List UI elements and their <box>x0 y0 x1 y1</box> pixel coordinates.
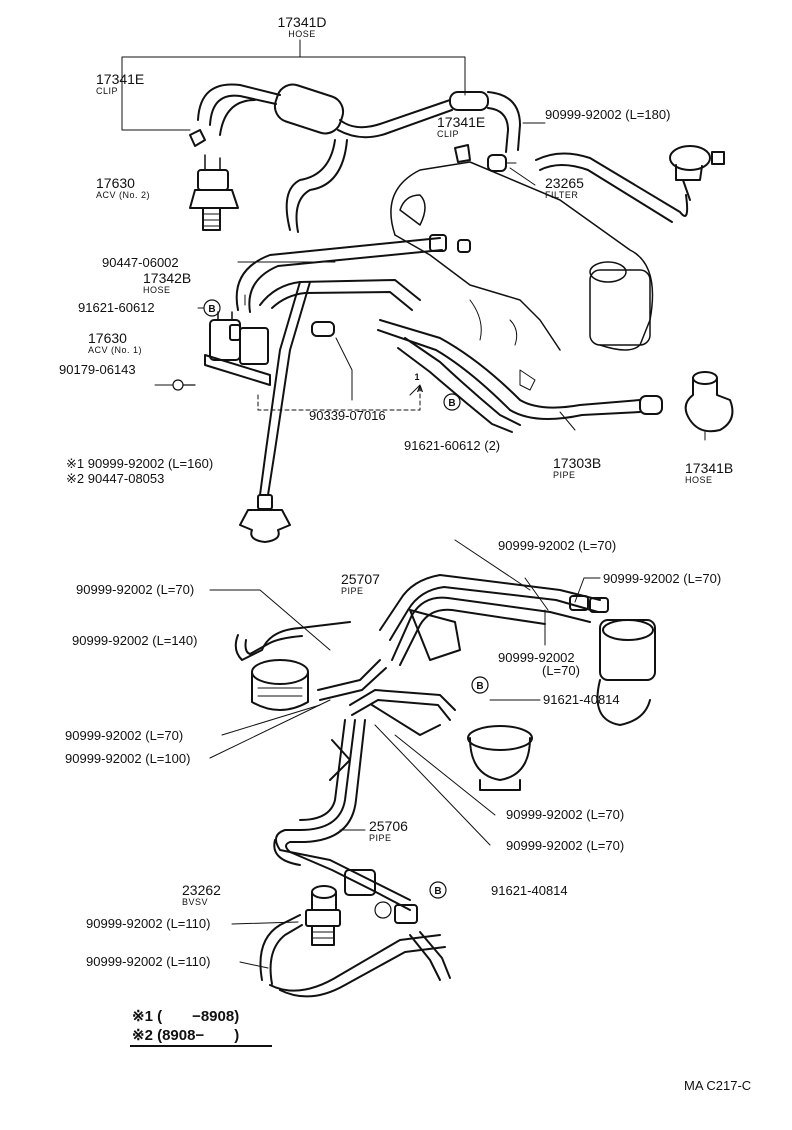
label-90999-l70-left: 90999-92002 (L=70) <box>76 582 195 597</box>
label-25706: 25706 PIPE <box>369 818 408 843</box>
label-17630-acv1: 17630 ACV (No. 1) <box>88 330 143 355</box>
cap-90339 <box>311 321 335 337</box>
label-91621-60612-2: 91621-60612 (2) <box>404 438 501 453</box>
filter-23265 <box>487 154 536 186</box>
clip-17341e-right <box>454 144 471 163</box>
label-23262: 23262 BVSV <box>182 882 221 907</box>
leader-lines <box>154 122 706 969</box>
bvsv-23262 <box>305 885 341 946</box>
vacuum-line-l160 <box>267 281 311 496</box>
label-90447-06002: 90447-06002 <box>102 255 179 270</box>
label-90999-l110-a: 90999-92002 (L=110) <box>86 916 211 931</box>
label-91621-60612: 91621-60612 <box>78 300 155 315</box>
label-25707: 25707 PIPE <box>341 571 380 596</box>
label-17630-acv2: 17630 ACV (No. 2) <box>96 175 151 200</box>
b-marker: B <box>448 398 455 409</box>
bolt-91621-40814-b <box>429 881 447 899</box>
label-23265: 23265 FILTER <box>545 175 584 200</box>
diagram-reference: MA C217-C <box>684 1078 752 1093</box>
vacuum-actuator-right <box>596 619 656 726</box>
vtv-component <box>239 494 291 543</box>
label-90999-l110-b: 90999-92002 (L=110) <box>86 954 211 969</box>
label-90999-l70-r2: 90999-92002 (L=70) <box>506 807 625 822</box>
hose-17342b <box>235 237 443 313</box>
clip-17341e-left <box>189 129 206 147</box>
legend-note1: ※1 ( −8908) <box>132 1008 240 1025</box>
acv-no2-17630 <box>189 154 239 231</box>
hoses-l110 <box>259 914 451 998</box>
intake-body <box>390 161 654 391</box>
legend-note2: ※2 (8908− ) <box>132 1027 240 1044</box>
label-91621-40814-a: 91621-40814 <box>543 692 620 707</box>
pipe-25707 <box>379 574 609 666</box>
b-marker: B <box>208 304 215 315</box>
label-90339-07016: 90339-07016 <box>309 408 386 423</box>
mark-a: A <box>417 384 424 394</box>
label-90999-l70-mid: 90999-92002 (L=70) <box>498 650 580 678</box>
label-90999-l180: 90999-92002 (L=180) <box>545 107 671 122</box>
b-marker: B <box>434 886 441 897</box>
label-note1: ※1 90999-92002 (L=160) <box>66 456 214 471</box>
label-17341d: 17341D HOSE <box>277 14 327 39</box>
b-marker: B <box>476 681 483 692</box>
label-90179-06143: 90179-06143 <box>59 362 136 377</box>
label-90999-l70-r3: 90999-92002 (L=70) <box>506 838 625 853</box>
fitting-90447-06002 <box>429 234 447 252</box>
label-90999-l70-right: 90999-92002 (L=70) <box>603 571 722 586</box>
label-90999-l140: 90999-92002 (L=140) <box>72 633 198 648</box>
label-17342b: 17342B HOSE <box>143 270 192 295</box>
hose-l180 <box>535 145 725 223</box>
label-17341b: 17341B HOSE <box>685 460 734 485</box>
actuator-middle <box>467 676 533 791</box>
bolt-91621-60612-2 <box>443 393 461 411</box>
label-17341e-left: 17341E CLIP <box>96 71 145 96</box>
pipe-25706 <box>273 719 418 924</box>
screw-90179 <box>172 379 196 391</box>
label-90999-l70-left2: 90999-92002 (L=70) <box>65 728 184 743</box>
label-90999-l70-top: 90999-92002 (L=70) <box>498 538 617 553</box>
canister-left <box>251 659 309 711</box>
legend-underline <box>130 1045 272 1047</box>
dashed-group-line <box>257 384 421 411</box>
bracket-17341d <box>121 56 466 131</box>
label-note2: ※2 90447-08053 <box>66 471 165 486</box>
label-90999-l100: 90999-92002 (L=100) <box>65 751 191 766</box>
mark-1: 1 <box>414 372 419 382</box>
label-91621-40814-b: 91621-40814 <box>491 883 568 898</box>
dashed-line-upper <box>454 539 531 591</box>
label-17341e-right: 17341E CLIP <box>437 114 486 139</box>
hose-17341b <box>684 371 734 433</box>
label-17303b: 17303B PIPE <box>553 455 602 480</box>
pipe-17303b <box>377 319 663 433</box>
acv-no1-17630 <box>204 311 271 386</box>
hose-17341d <box>197 83 521 233</box>
